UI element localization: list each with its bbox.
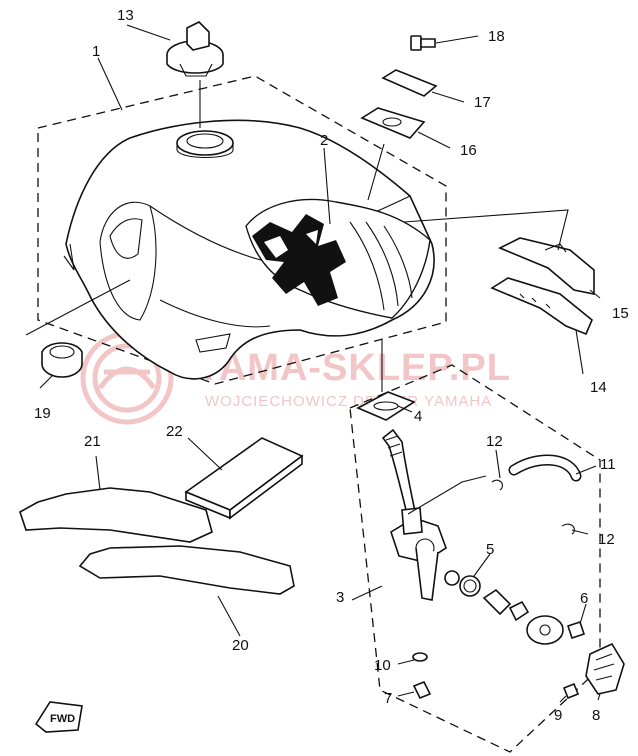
callout-3: 3 bbox=[336, 589, 344, 606]
tank-assembly-outline bbox=[37, 75, 447, 385]
fuel-cock bbox=[381, 428, 447, 601]
callout-17: 17 bbox=[474, 94, 491, 111]
callout-6: 6 bbox=[580, 590, 588, 607]
forward-direction-label: FWD bbox=[50, 713, 75, 725]
fuel-cock-plate bbox=[482, 588, 530, 622]
tank-emblem-decal bbox=[245, 198, 431, 319]
callout-14: 14 bbox=[590, 379, 607, 396]
tank-pad-21 bbox=[19, 487, 213, 543]
diaphragm-plate-6 bbox=[526, 615, 564, 645]
callout-labels: 13 1 2 18 17 16 15 14 19 4 12 11 12 5 3 … bbox=[34, 7, 629, 724]
leader-lines bbox=[25, 24, 601, 703]
forward-direction-arrow: FWD bbox=[34, 701, 83, 733]
callout-12b: 12 bbox=[598, 531, 615, 548]
fuel-cock-assembly-outline bbox=[349, 364, 601, 753]
tank-pad-20 bbox=[78, 545, 295, 595]
screw-7 bbox=[412, 680, 432, 700]
callout-7: 7 bbox=[384, 690, 392, 707]
watermark-title: YAMA-SKLEP.PL bbox=[196, 347, 511, 389]
bracket-plate-17 bbox=[381, 69, 438, 97]
callout-5: 5 bbox=[486, 541, 494, 558]
seal-22 bbox=[184, 437, 304, 520]
callout-9: 9 bbox=[554, 707, 562, 724]
callout-2: 2 bbox=[320, 132, 328, 149]
bolt-18 bbox=[410, 35, 436, 51]
callout-16: 16 bbox=[460, 142, 477, 159]
callout-1: 1 bbox=[92, 43, 100, 60]
callout-22: 22 bbox=[166, 423, 183, 440]
watermark-subtitle: WOJCIECHOWICZ DEALER YAMAHA bbox=[205, 393, 492, 410]
hose-clip-12a bbox=[491, 479, 503, 491]
watermark: YAMA-SKLEP.PL WOJCIECHOWICZ DEALER YAMAH… bbox=[80, 331, 511, 425]
callout-13: 13 bbox=[117, 7, 134, 24]
tank-bracket-14 bbox=[490, 277, 593, 336]
damper-16 bbox=[360, 107, 426, 139]
callout-20: 20 bbox=[232, 637, 249, 654]
callout-12a: 12 bbox=[486, 433, 503, 450]
washer-10 bbox=[412, 652, 428, 662]
callout-18: 18 bbox=[488, 28, 505, 45]
fuel-cock-lever-8 bbox=[585, 642, 625, 695]
callout-11: 11 bbox=[600, 456, 616, 473]
callout-19: 19 bbox=[34, 405, 51, 422]
side-cover-15 bbox=[498, 237, 595, 295]
hose-clip-12b bbox=[561, 523, 575, 535]
fuel-tank bbox=[63, 119, 435, 380]
callout-15: 15 bbox=[612, 305, 629, 322]
callout-8: 8 bbox=[592, 707, 600, 724]
callout-21: 21 bbox=[84, 433, 101, 450]
callout-10: 10 bbox=[374, 657, 391, 674]
tank-cushion-ring bbox=[41, 342, 83, 378]
screw-6 bbox=[566, 620, 586, 640]
callout-4: 4 bbox=[414, 408, 422, 425]
screw-9 bbox=[562, 682, 580, 700]
o-ring-5 bbox=[444, 570, 481, 597]
fuel-tank-cap bbox=[166, 21, 224, 77]
